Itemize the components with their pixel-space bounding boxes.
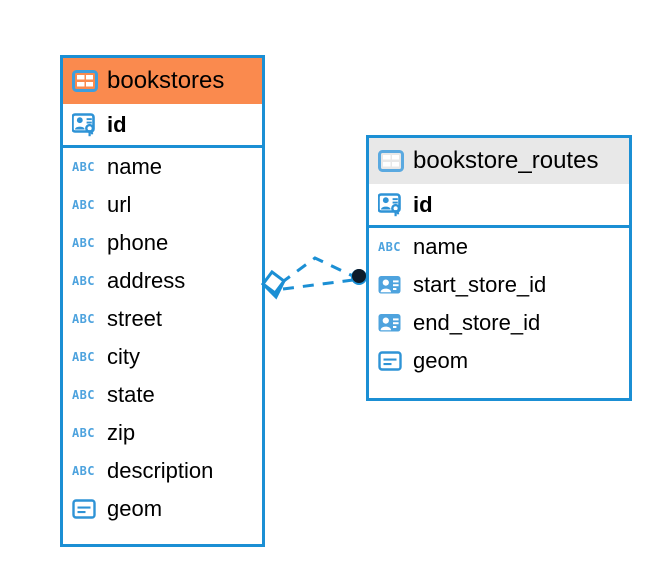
column-label: city — [107, 344, 140, 369]
entity-columns-bookstores: id ABC name ABC url — [63, 104, 262, 528]
entity-header-bookstores[interactable]: bookstores — [63, 58, 262, 104]
entity-bookstores[interactable]: bookstores id — [60, 55, 265, 547]
table-icon — [378, 150, 404, 172]
abc-text-icon: ABC — [72, 157, 98, 177]
column-row-end-store-id[interactable]: end_store_id — [369, 304, 629, 342]
entity-title: bookstores — [107, 67, 225, 94]
column-row-zip[interactable]: ABC zip — [63, 414, 262, 452]
relationship-line-upper — [280, 256, 356, 285]
geometry-icon — [378, 350, 404, 372]
entity-columns-bookstore-routes: id ABC name — [369, 184, 629, 380]
column-label: geom — [107, 496, 163, 521]
column-label: phone — [107, 230, 169, 255]
svg-text:ABC: ABC — [378, 240, 401, 254]
column-row-city[interactable]: ABC city — [63, 338, 262, 376]
svg-text:ABC: ABC — [72, 426, 95, 440]
geometry-icon — [72, 498, 98, 520]
svg-text:ABC: ABC — [72, 350, 95, 364]
column-label: geom — [413, 348, 469, 373]
diamond-endpoint — [260, 269, 287, 300]
column-row-state[interactable]: ABC state — [63, 376, 262, 414]
abc-text-icon: ABC — [72, 271, 98, 291]
column-row-phone[interactable]: ABC phone — [63, 224, 262, 262]
relationship-line-lower — [282, 278, 354, 291]
column-label: end_store_id — [413, 310, 541, 335]
svg-text:ABC: ABC — [72, 274, 95, 288]
abc-text-icon: ABC — [72, 461, 98, 481]
foreign-key-icon — [378, 274, 404, 296]
svg-text:ABC: ABC — [72, 464, 95, 478]
column-label: id — [413, 191, 433, 217]
column-row-geom[interactable]: geom — [63, 490, 262, 528]
abc-text-icon: ABC — [72, 195, 98, 215]
abc-text-icon: ABC — [378, 237, 404, 257]
column-row-address[interactable]: ABC address — [63, 262, 262, 300]
column-label: name — [413, 234, 469, 259]
column-row-geom[interactable]: geom — [369, 342, 629, 380]
column-label: url — [107, 192, 132, 217]
entity-title: bookstore_routes — [413, 147, 599, 174]
primary-key-icon — [71, 112, 98, 137]
column-label: address — [107, 268, 186, 293]
foreign-key-icon — [378, 312, 404, 334]
entity-bookstore-routes[interactable]: bookstore_routes id — [366, 135, 632, 401]
abc-text-icon: ABC — [72, 233, 98, 253]
column-label: description — [107, 458, 214, 483]
primary-key-icon — [377, 192, 404, 217]
svg-text:ABC: ABC — [72, 388, 95, 402]
column-label: street — [107, 306, 163, 331]
column-row-description[interactable]: ABC description — [63, 452, 262, 490]
column-row-start-store-id[interactable]: start_store_id — [369, 266, 629, 304]
column-label: state — [107, 382, 155, 407]
abc-text-icon: ABC — [72, 423, 98, 443]
svg-text:ABC: ABC — [72, 236, 95, 250]
column-row-street[interactable]: ABC street — [63, 300, 262, 338]
column-row-id[interactable]: id — [63, 104, 262, 148]
abc-text-icon: ABC — [72, 347, 98, 367]
abc-text-icon: ABC — [72, 385, 98, 405]
column-row-name[interactable]: ABC name — [63, 148, 262, 186]
column-label: id — [107, 111, 127, 137]
column-row-url[interactable]: ABC url — [63, 186, 262, 224]
column-row-name[interactable]: ABC name — [369, 228, 629, 266]
column-label: start_store_id — [413, 272, 547, 297]
entity-header-bookstore-routes[interactable]: bookstore_routes — [369, 138, 629, 184]
abc-text-icon: ABC — [72, 309, 98, 329]
table-icon — [72, 70, 98, 92]
column-label: zip — [107, 420, 136, 445]
svg-text:ABC: ABC — [72, 312, 95, 326]
svg-text:ABC: ABC — [72, 160, 95, 174]
column-label: name — [107, 154, 163, 179]
column-row-id[interactable]: id — [369, 184, 629, 228]
svg-text:ABC: ABC — [72, 198, 95, 212]
filled-circle-endpoint — [351, 269, 367, 285]
